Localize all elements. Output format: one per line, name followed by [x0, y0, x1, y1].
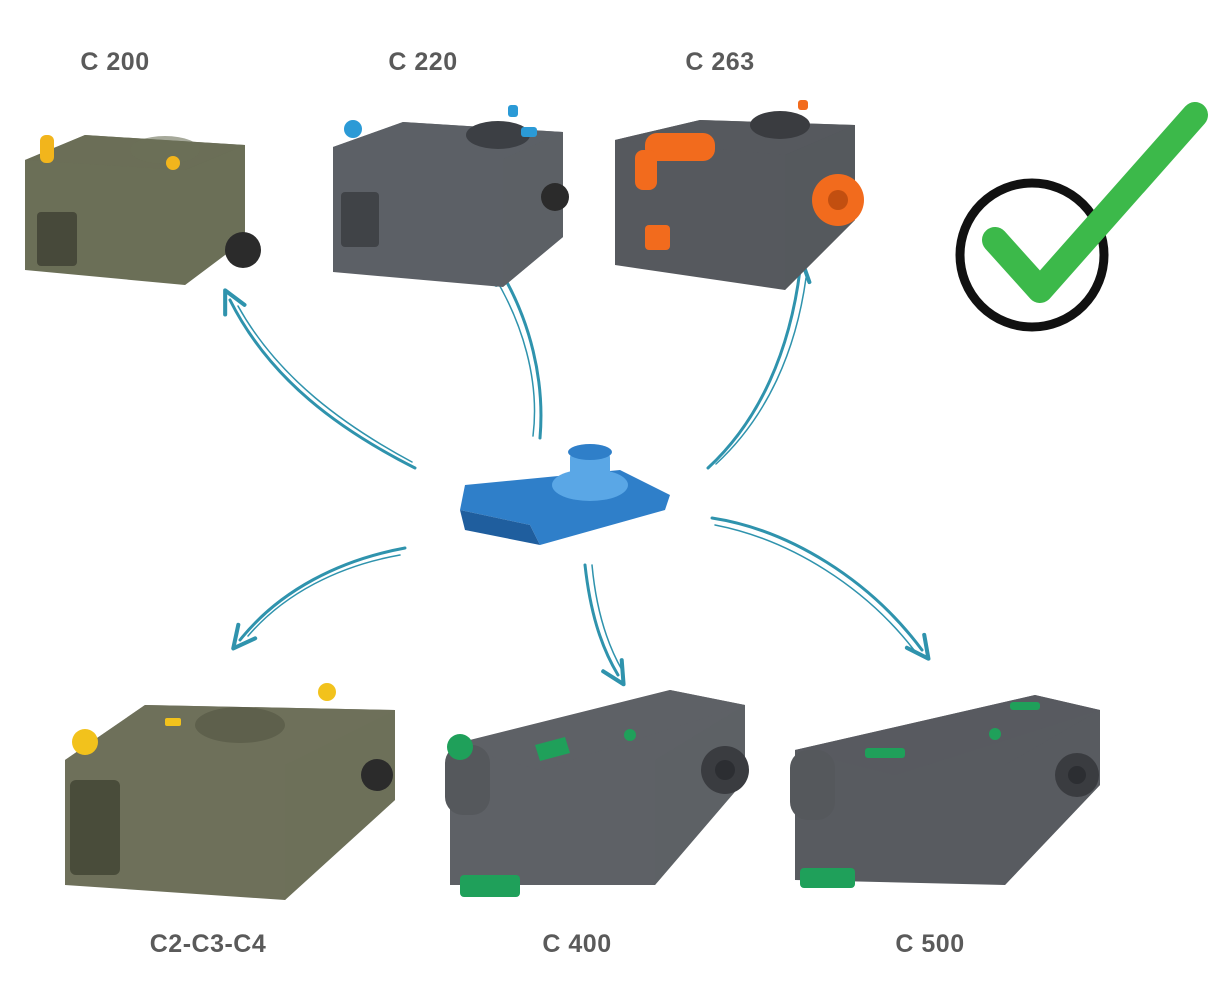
label-c263: C 263	[685, 48, 755, 76]
green-checkmark-circle-icon	[955, 102, 1208, 332]
tank-c200-icon	[25, 135, 261, 285]
tank-c500-icon	[790, 695, 1100, 888]
arrow-to-c500	[710, 516, 931, 661]
arrow-to-c400	[583, 563, 626, 687]
arrow-to-c263	[706, 257, 812, 470]
arrow-to-c2c3c4	[231, 546, 407, 651]
blue-adapter-plate-icon	[460, 444, 670, 545]
label-c500: C 500	[895, 930, 965, 958]
tank-c2c3c4-icon	[65, 683, 395, 900]
label-c400: C 400	[542, 930, 612, 958]
tank-c400-icon	[445, 690, 749, 897]
label-c2c3c4: C2-C3-C4	[149, 930, 267, 958]
tank-c263-icon	[615, 100, 864, 290]
tank-c220-icon	[333, 105, 569, 287]
label-c220: C 220	[388, 48, 458, 76]
arrow-to-c200	[223, 288, 417, 470]
arrow-to-c220	[492, 258, 543, 440]
label-c200: C 200	[80, 48, 150, 76]
